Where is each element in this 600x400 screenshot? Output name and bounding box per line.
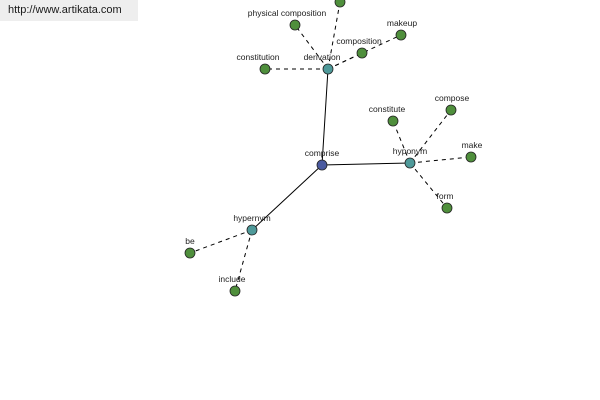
node-physical-composition-label: physical composition bbox=[248, 8, 327, 18]
node-compose[interactable]: compose bbox=[435, 93, 470, 116]
node-hyponym-label: hyponym bbox=[393, 146, 428, 156]
node-hypernym-label: hypernym bbox=[233, 213, 270, 223]
node-comprise[interactable]: comprise bbox=[305, 148, 340, 171]
node-composition-label: composition bbox=[336, 36, 382, 46]
node-hyponym-dot[interactable] bbox=[404, 157, 416, 169]
node-hypernym[interactable]: hypernym bbox=[233, 213, 271, 236]
node-physical-composition[interactable]: physical composition bbox=[248, 8, 327, 31]
edge-comprise-hypernym bbox=[251, 164, 323, 231]
node-make-dot[interactable] bbox=[465, 151, 477, 163]
node-constitute-label: constitute bbox=[369, 104, 406, 114]
node-comprise-dot[interactable] bbox=[316, 159, 328, 171]
node-top-offscreen[interactable] bbox=[334, 0, 346, 8]
edge-hypernym-be bbox=[189, 229, 253, 254]
node-include[interactable]: include bbox=[219, 274, 246, 297]
node-constitution[interactable]: constitution bbox=[237, 52, 280, 75]
node-be-dot[interactable] bbox=[184, 247, 196, 259]
node-form-dot[interactable] bbox=[441, 202, 453, 214]
node-derivation-label: derivation bbox=[304, 52, 341, 62]
node-be-label: be bbox=[185, 236, 195, 246]
node-derivation[interactable]: derivation bbox=[304, 52, 341, 75]
node-constitution-dot[interactable] bbox=[259, 63, 271, 75]
edge-comprise-hyponym bbox=[321, 162, 411, 166]
node-derivation-dot[interactable] bbox=[322, 63, 334, 75]
watermark-url: http://www.artikata.com bbox=[0, 0, 138, 21]
node-composition-dot[interactable] bbox=[356, 47, 368, 59]
node-include-label: include bbox=[219, 274, 246, 284]
node-physical-composition-dot[interactable] bbox=[289, 19, 301, 31]
edge-derivation-composition bbox=[327, 52, 363, 70]
node-be[interactable]: be bbox=[184, 236, 196, 259]
edge-hyponym-form bbox=[409, 162, 448, 209]
node-constitute[interactable]: constitute bbox=[369, 104, 406, 127]
graph-edges bbox=[189, 1, 472, 292]
node-form-label: form bbox=[437, 191, 454, 201]
edge-hypernym-include bbox=[234, 229, 253, 292]
node-makeup[interactable]: makeup bbox=[387, 18, 418, 41]
edge-comprise-derivation bbox=[321, 68, 329, 166]
node-comprise-label: comprise bbox=[305, 148, 340, 158]
node-include-dot[interactable] bbox=[229, 285, 241, 297]
node-compose-label: compose bbox=[435, 93, 470, 103]
edge-hyponym-compose bbox=[409, 109, 452, 164]
node-makeup-dot[interactable] bbox=[395, 29, 407, 41]
node-top-offscreen-dot[interactable] bbox=[334, 0, 346, 8]
node-hyponym[interactable]: hyponym bbox=[393, 146, 428, 169]
node-constitution-label: constitution bbox=[237, 52, 280, 62]
node-hypernym-dot[interactable] bbox=[246, 224, 258, 236]
node-compose-dot[interactable] bbox=[445, 104, 457, 116]
node-composition[interactable]: composition bbox=[336, 36, 382, 59]
edge-derivation-physical-composition bbox=[294, 24, 329, 70]
node-make-label: make bbox=[462, 140, 483, 150]
edge-derivation-top-offscreen bbox=[327, 1, 341, 70]
graph-nodes: comprise derivation hyponym hypernym physica… bbox=[184, 0, 483, 297]
node-makeup-label: makeup bbox=[387, 18, 418, 28]
node-constitute-dot[interactable] bbox=[387, 115, 399, 127]
node-make[interactable]: make bbox=[462, 140, 483, 163]
edge-hyponym-make bbox=[409, 156, 472, 164]
edge-hyponym-constitute bbox=[392, 120, 411, 164]
node-form[interactable]: form bbox=[437, 191, 454, 214]
